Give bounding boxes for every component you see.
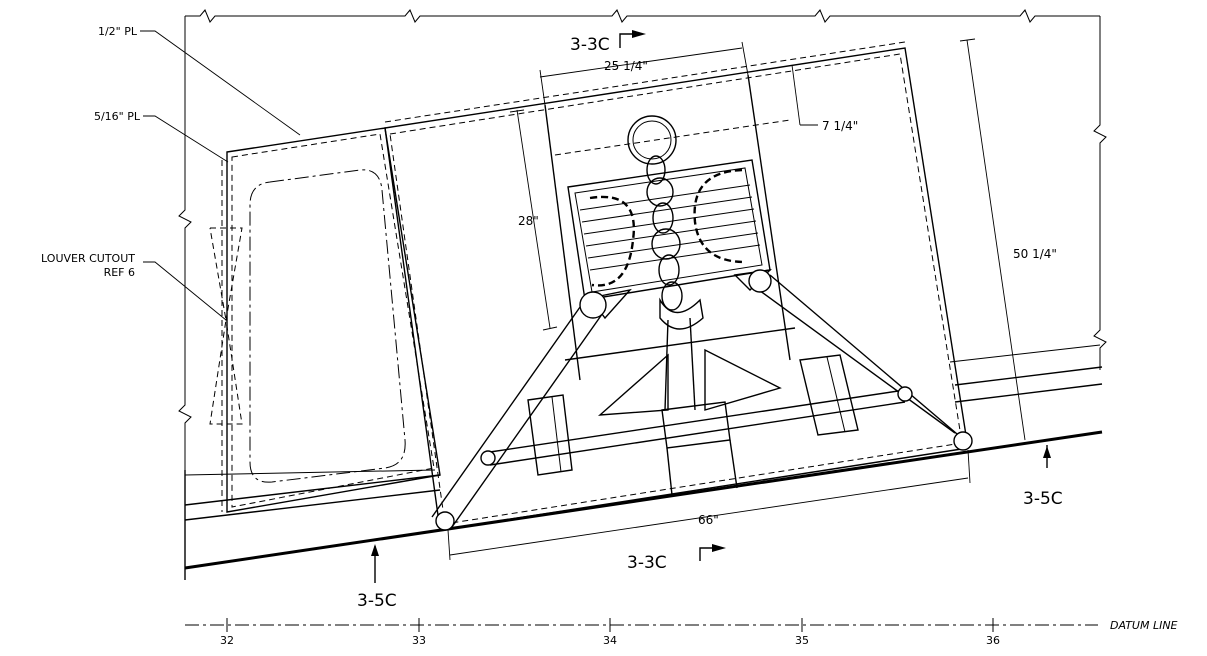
callout-louver-cutout: LOUVER CUTOUT [41,252,135,265]
break-lines [178,9,1107,580]
frame-label-32: 32 [220,634,234,647]
dim-height-left: 28" [518,214,539,228]
section-3-5c-left: 3-5C [357,591,397,611]
louver-plate [221,127,441,513]
frame-label-36: 36 [986,634,1000,647]
pin-right-upper [748,269,772,293]
housing-flange-left [589,195,636,287]
anchor-chain [646,155,683,311]
frame-label-35: 35 [795,634,809,647]
support-struts [431,269,973,531]
hawse-ring [627,115,677,165]
anchor-assembly [489,74,906,496]
dimension-lines [447,38,1026,561]
section-3-3c-top: 3-3C [570,35,610,55]
dim-offset-top: 7 1/4" [822,119,858,133]
datum-line [185,618,1098,632]
anchor-shackle [659,297,704,330]
chock-left [527,394,573,476]
anchor-fluke-left [597,353,669,416]
deck-lines [184,366,1103,570]
anchor-fluke-right [704,348,782,411]
housing-flange-right [693,168,746,264]
louver-cutout [249,169,406,483]
pin-bar-left [480,450,496,466]
dim-height-right: 50 1/4" [1013,247,1057,261]
dim-width-bottom: 66" [698,513,719,527]
pin-left-upper [579,291,607,319]
section-arrows [371,30,1051,583]
datum-line-label: DATUM LINE [1110,619,1178,632]
callout-louver-ref: REF 6 [104,266,135,279]
pin-left-lower [435,511,455,531]
main-plate [384,41,969,531]
frame-label-33: 33 [412,634,426,647]
pin-right-lower [953,431,973,451]
section-3-5c-right: 3-5C [1023,489,1063,509]
frame-label-34: 34 [603,634,617,647]
section-3-3c-bottom: 3-3C [627,553,667,573]
pin-bar-right [897,386,913,402]
callout-half-inch-pl: 1/2" PL [98,25,138,38]
callout-leaders [140,30,301,321]
callout-five-sixteenth-pl: 5/16" PL [94,110,141,123]
chock-right [799,354,859,436]
louver-cutout-marker [209,227,243,425]
dim-width-top: 25 1/4" [604,59,648,73]
